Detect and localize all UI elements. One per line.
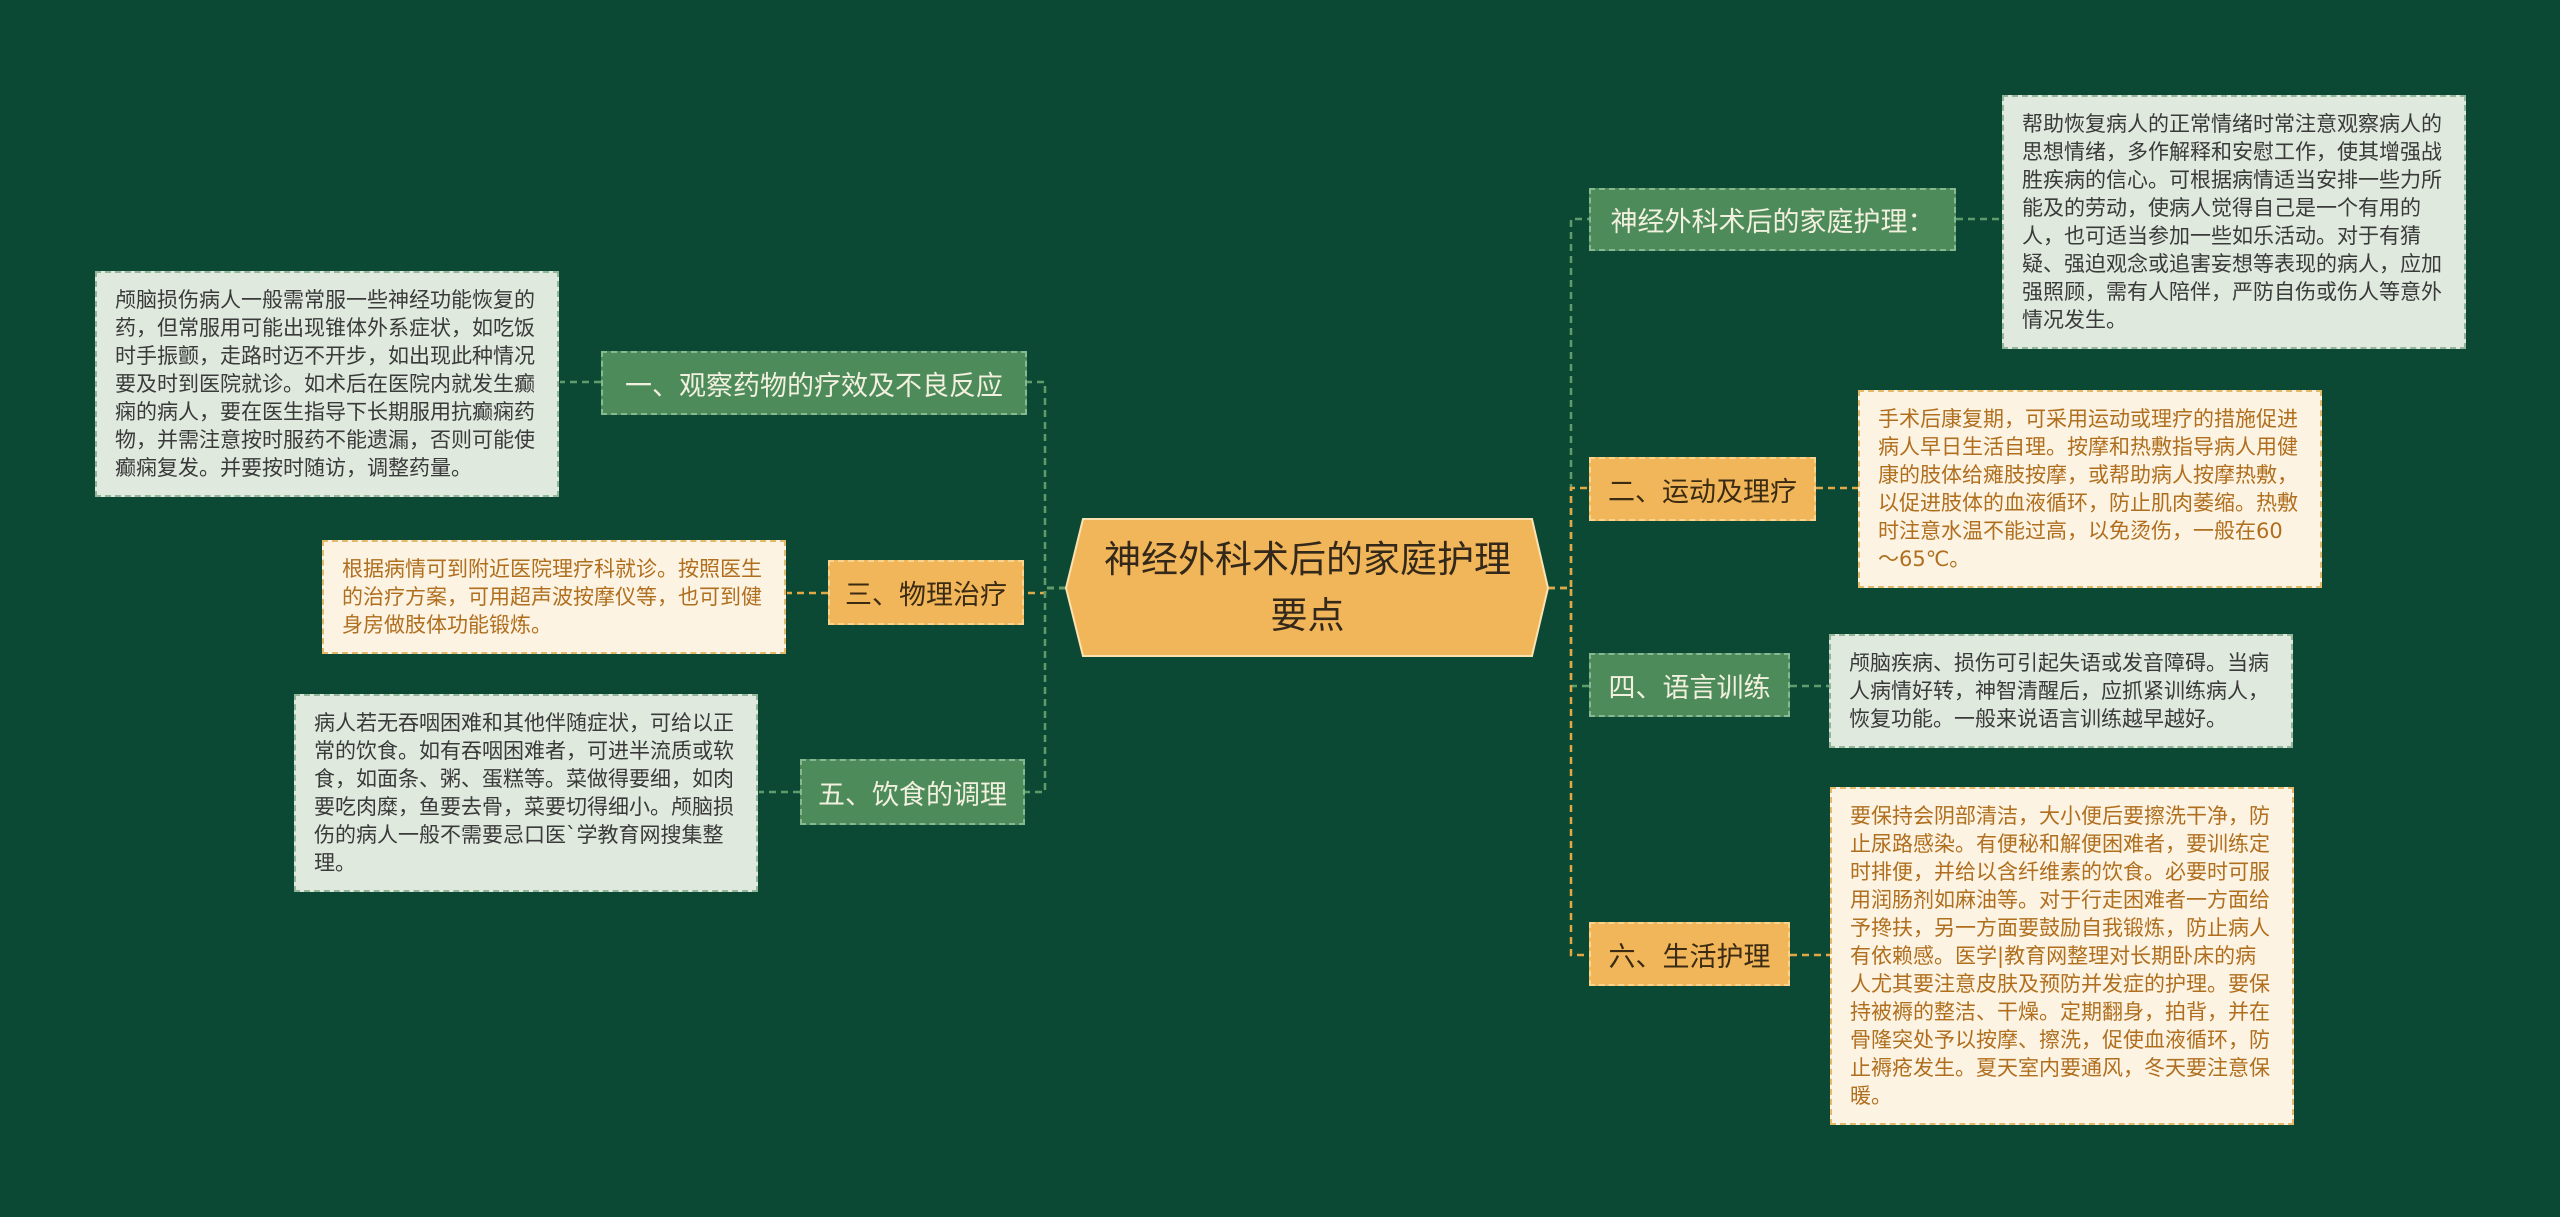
central-topic-line-1: 神经外科术后的家庭护理	[1104, 537, 1511, 581]
connector-left-5	[1025, 586, 1066, 794]
connector-right-6	[1548, 586, 1589, 957]
branch-physical-therapy: 三、物理治疗	[828, 560, 1024, 625]
detail-exercise-therapy: 手术后康复期，可采用运动或理疗的措施促进病人早日生活自理。按摩和热敷指导病人用健…	[1858, 390, 2322, 588]
connector-left-3	[1024, 586, 1066, 595]
branch-diet: 五、饮食的调理	[800, 759, 1025, 825]
detail-physical-therapy: 根据病情可到附近医院理疗科就诊。按照医生的治疗方案，可用超声波按摩仪等，也可到健…	[322, 540, 786, 654]
connector-right-1	[1548, 217, 1589, 590]
detail-home-care: 帮助恢复病人的正常情绪时常注意观察病人的思想情绪，多作解释和安慰工作，使其增强战…	[2002, 95, 2466, 349]
detail-medication-observation: 颅脑损伤病人一般需常服一些神经功能恢复的药，但常服用可能出现锥体外系症状，如吃饭…	[95, 271, 559, 497]
branch-home-care: 神经外科术后的家庭护理：	[1589, 188, 1956, 251]
center-hexagon	[1064, 518, 1550, 657]
detail-daily-care: 要保持会阴部清洁，大小便后要擦洗干净，防止尿路感染。有便秘和解便困难者，要训练定…	[1830, 787, 2294, 1125]
connector-right-2	[1548, 486, 1589, 590]
branch-daily-care: 六、生活护理	[1589, 922, 1790, 986]
central-topic: 神经外科术后的家庭护理 要点	[1083, 519, 1532, 656]
branch-exercise-therapy: 二、运动及理疗	[1589, 457, 1816, 521]
branch-medication-observation: 一、观察药物的疗效及不良反应	[601, 351, 1027, 415]
central-topic-line-2: 要点	[1270, 593, 1345, 637]
detail-diet: 病人若无吞咽困难和其他伴随症状，可给以正常的饮食。如有吞咽困难者，可进半流质或软…	[294, 694, 758, 892]
connector-left-1	[1027, 380, 1066, 590]
detail-speech-training: 颅脑疾病、损伤可引起失语或发音障碍。当病人病情好转，神智清醒后，应抓紧训练病人，…	[1829, 634, 2293, 748]
connector-right-4	[1548, 586, 1589, 688]
branch-speech-training: 四、语言训练	[1589, 653, 1790, 717]
